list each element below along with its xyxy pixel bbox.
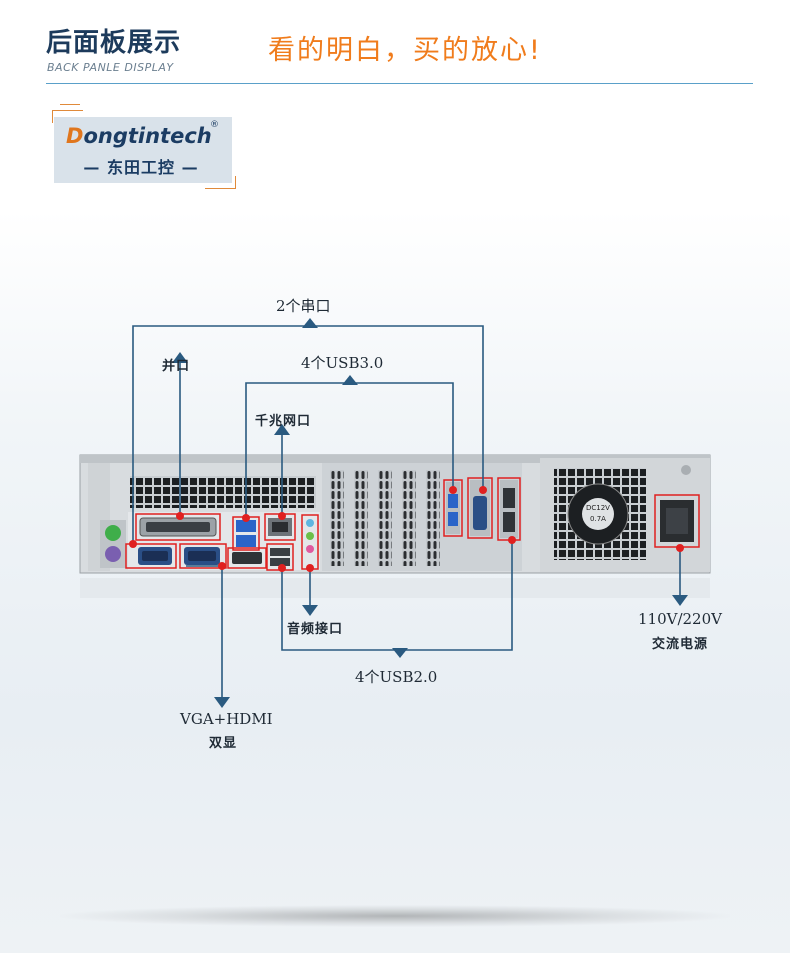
vga-port [184, 547, 220, 565]
usb2-onboard [270, 548, 290, 566]
arrow-audio [302, 605, 318, 616]
arrow-usb3 [342, 375, 358, 385]
arrow-gigabit [274, 424, 290, 435]
io-vent-top [130, 476, 316, 508]
lan-port [268, 518, 292, 536]
label-power: 110V/220V [638, 610, 722, 628]
page-title: 后面板展示 [46, 28, 182, 58]
highlight-boxes [125, 477, 700, 571]
header-divider [46, 83, 753, 84]
arrow-power [672, 595, 688, 606]
expansion-slots [322, 463, 522, 571]
logo-registered: ® [210, 120, 219, 130]
label-usb3: 4个USB3.0 [301, 354, 384, 372]
logo-brand-initial: D [66, 124, 84, 148]
hdmi-port [232, 552, 262, 564]
label-parallel: 并口 [162, 359, 191, 374]
slogan: 看的明白，买的放心! [268, 35, 542, 66]
logo-corner-br [205, 176, 236, 189]
label-serial: 2个串口 [276, 297, 331, 315]
label-usb2: 4个USB2.0 [355, 668, 438, 686]
logo-corner-tl2 [60, 104, 80, 115]
highlight-hdmi [227, 547, 267, 569]
highlight-com [125, 543, 177, 569]
logo-corner-tl [52, 110, 83, 123]
arrow-parallel [172, 352, 188, 363]
highlight-com-card [467, 477, 493, 539]
usb3-onboard [236, 520, 256, 547]
label-audio: 音频接口 [287, 622, 344, 637]
com-port-1 [138, 547, 172, 565]
page-subtitle: BACK PANLE DISPLAY [47, 61, 174, 74]
connector-dots [129, 486, 684, 572]
power-supply: DC12V 0.7A [540, 458, 710, 572]
label-vga-hdmi-sub: 双显 [208, 736, 237, 751]
highlight-vga [179, 543, 227, 569]
audio-jacks [306, 519, 314, 553]
arrow-vga-hdmi [214, 697, 230, 708]
arrow-serial [302, 318, 318, 328]
ps2-port [100, 520, 126, 568]
logo-brand: Dongtintech [66, 124, 212, 148]
arrowheads [172, 318, 688, 708]
psu-sticker-line1: DC12V [586, 504, 610, 512]
label-gigabit: 千兆网口 [255, 414, 312, 429]
floor-shadow [60, 905, 730, 927]
label-vga-hdmi: VGA+HDMI [180, 710, 273, 728]
label-power-sub: 交流电源 [651, 637, 708, 652]
logo-chinese: — 东田工控 — [83, 158, 199, 177]
parallel-port [139, 517, 217, 537]
logo-brand-rest: ongtintech [83, 124, 212, 148]
arrow-usb2 [392, 648, 408, 658]
logo-box [54, 117, 232, 183]
psu-sticker-line2: 0.7A [590, 515, 606, 523]
